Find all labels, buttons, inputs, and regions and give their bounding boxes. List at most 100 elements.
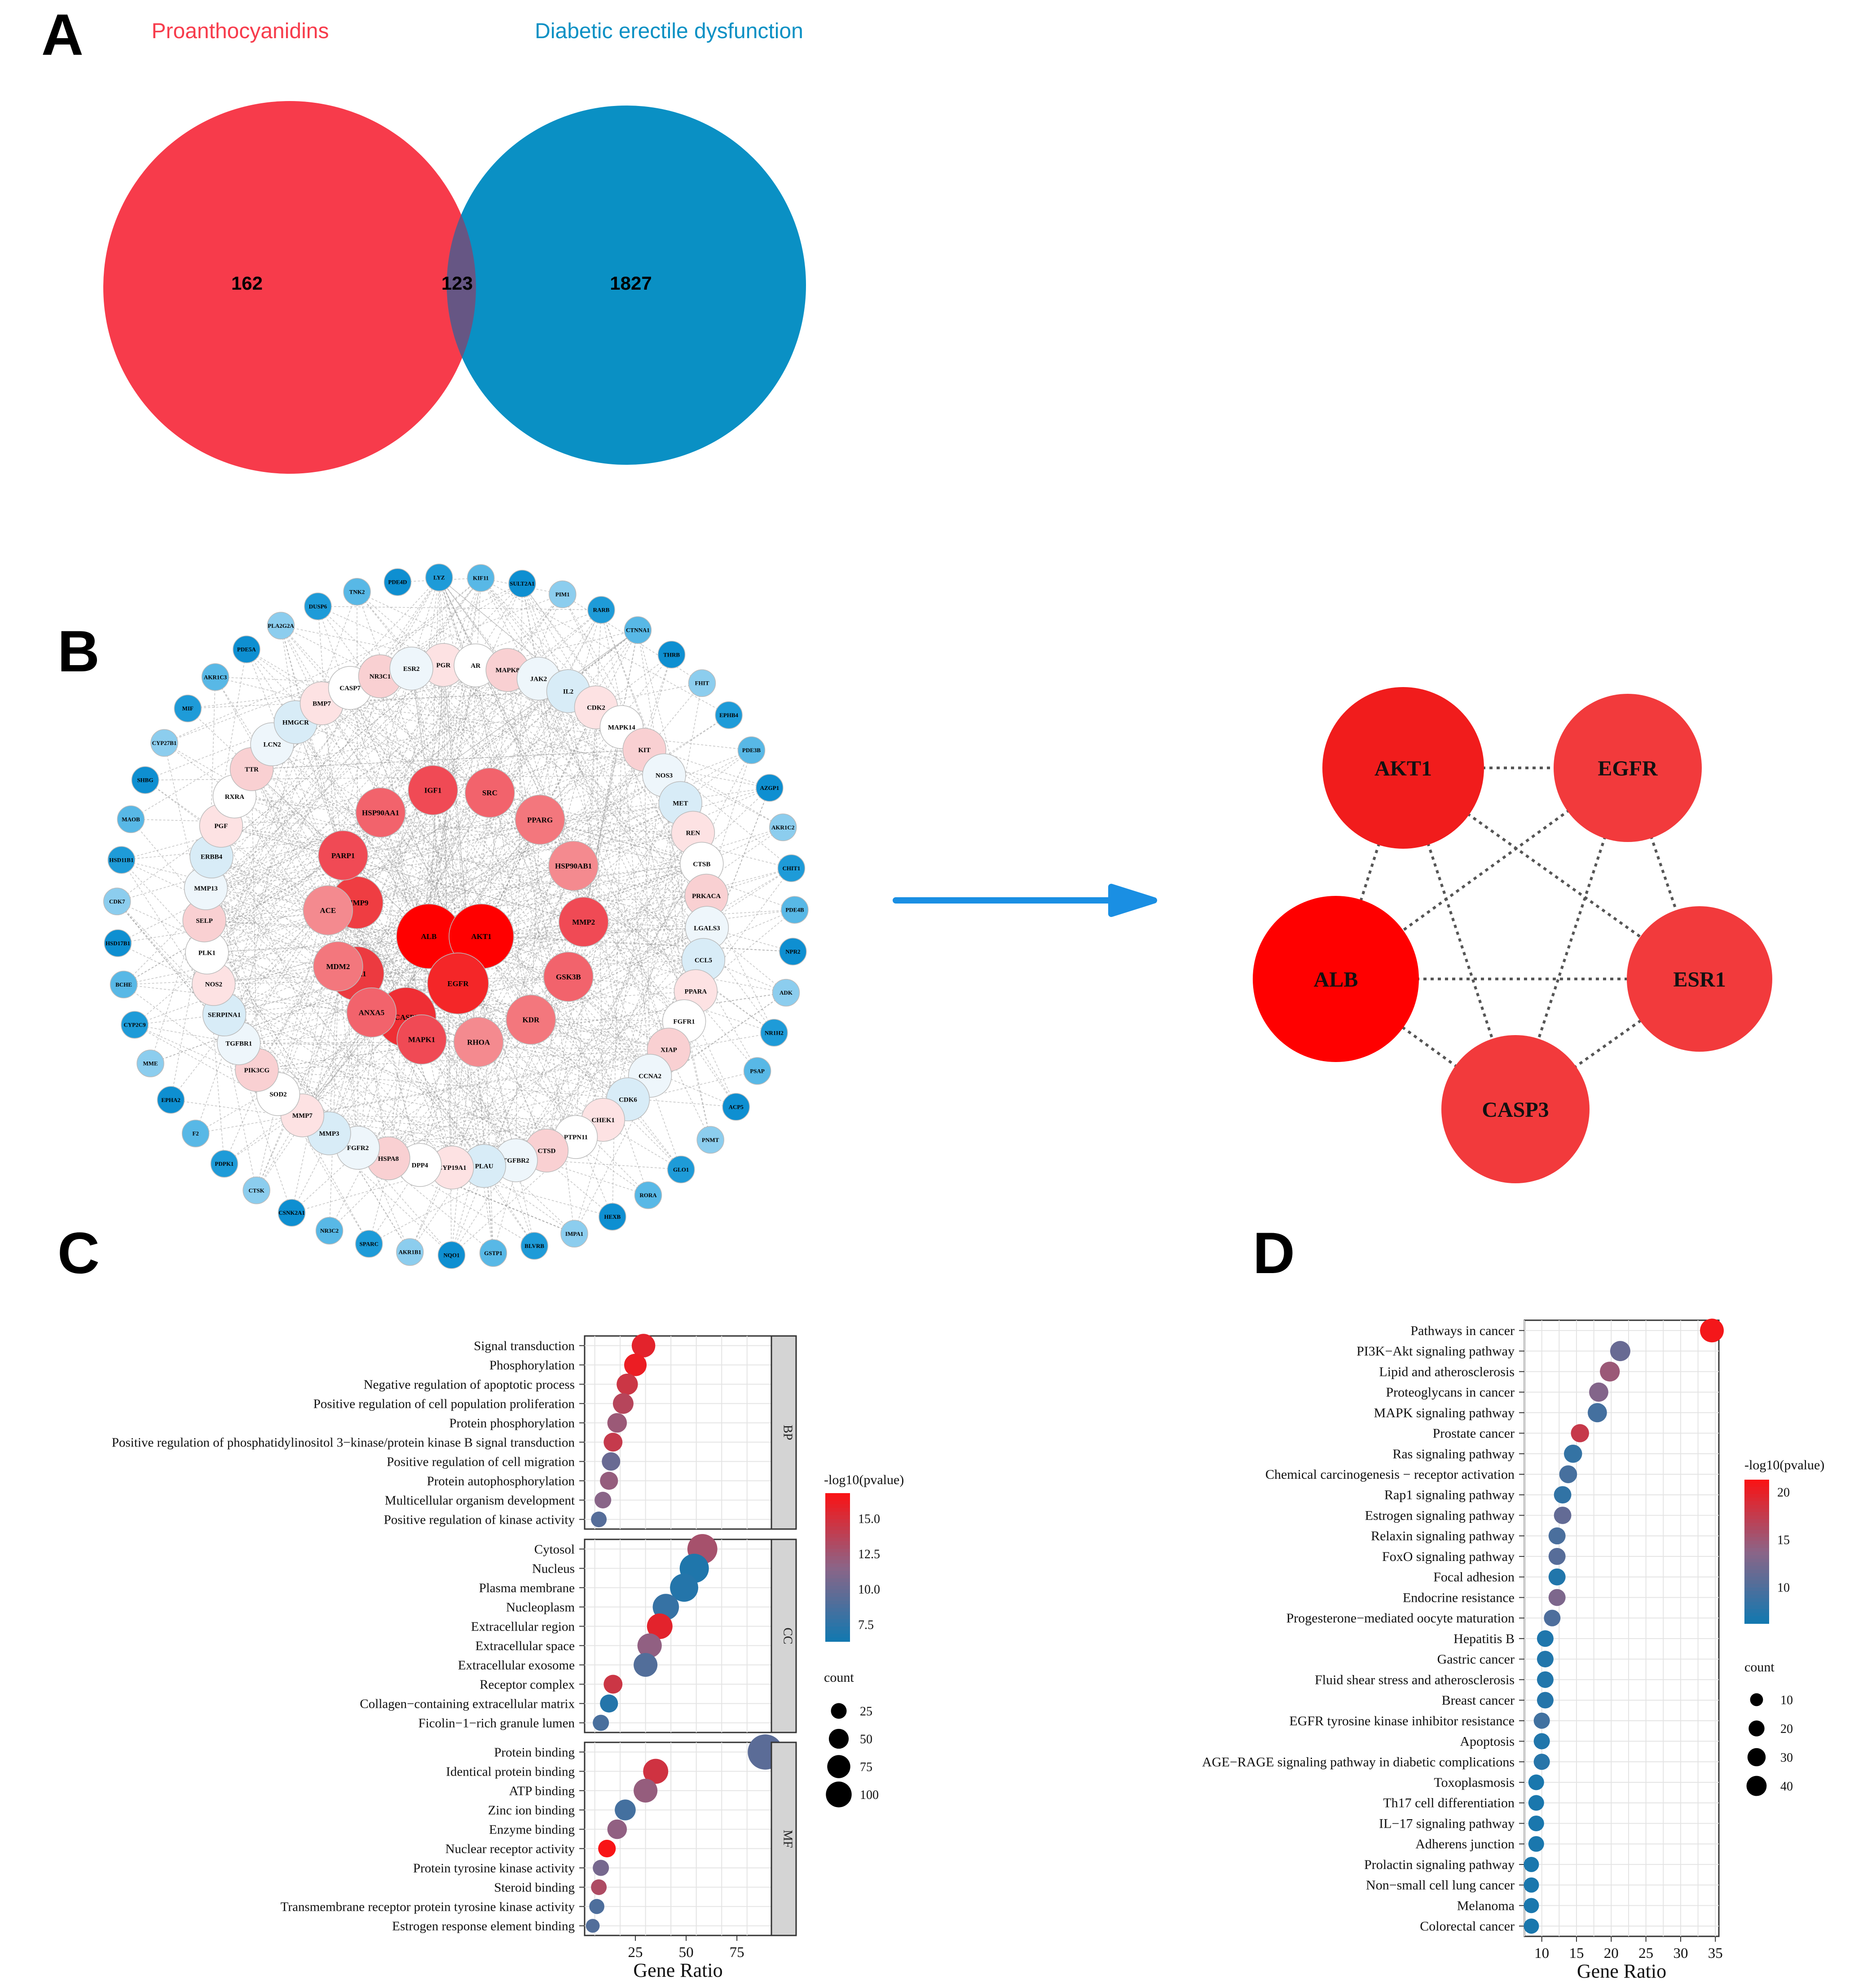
network-node-label: XIAP	[661, 1047, 677, 1054]
network-edge	[207, 577, 481, 953]
colorbar-segment	[1744, 1508, 1769, 1512]
network-node-esr2: ESR2	[389, 647, 433, 691]
network-node-label: HSD11B1	[109, 857, 133, 864]
network-edge	[213, 577, 440, 984]
x-tick-label: 30	[1673, 1945, 1688, 1962]
network-node-npr2: NPR2	[779, 938, 807, 965]
network-node-azgp1: AZGP1	[756, 774, 784, 802]
network-node-cyp2c9: CYP2C9	[121, 1011, 149, 1039]
network-edge	[388, 991, 696, 1159]
network-node-nr1h2: NR1H2	[760, 1018, 788, 1047]
colorbar-tick-label: 10	[1777, 1581, 1790, 1595]
network-node-circle	[560, 1220, 588, 1248]
network-edge	[411, 668, 758, 1071]
hub-node-label: CASP3	[1482, 1098, 1549, 1122]
network-node-label: PPARG	[527, 815, 553, 824]
network-node-label: HEXB	[604, 1213, 621, 1220]
network-edge	[213, 976, 568, 985]
network-edge	[568, 802, 681, 977]
network-node-pde4d: PDE4D	[383, 568, 412, 596]
term-dot	[1600, 1362, 1620, 1382]
network-edge	[224, 775, 665, 1015]
network-edge	[443, 665, 702, 864]
network-edge	[251, 749, 645, 770]
size-legend-dot	[1750, 1693, 1763, 1706]
term-dot	[1587, 1403, 1607, 1423]
network-node-label: NQO1	[444, 1252, 460, 1259]
network-edge	[329, 577, 481, 1134]
network-node-label: NPR2	[785, 948, 800, 955]
term-label: AGE−RAGE signaling pathway in diabetic c…	[1202, 1754, 1515, 1769]
network-node-circle	[515, 794, 565, 845]
term-label: Colorectal cancer	[1420, 1919, 1515, 1934]
network-edge	[238, 1043, 669, 1050]
network-node-circle	[737, 736, 766, 764]
term-label: Estrogen signaling pathway	[1365, 1508, 1515, 1523]
facet-strip-label: CC	[781, 1627, 795, 1644]
network-edge	[207, 952, 225, 1164]
network-node-hsd17b1: HSD17B1	[104, 929, 132, 957]
network-node-label: MME	[143, 1060, 158, 1067]
network-edge	[411, 668, 651, 1076]
term-label: Ras signaling pathway	[1392, 1446, 1515, 1461]
colorbar-segment	[825, 1567, 850, 1572]
network-edge	[481, 936, 775, 1033]
term-dot	[1554, 1507, 1572, 1524]
colorbar-segment	[825, 1637, 850, 1642]
term-label: FoxO signaling pathway	[1382, 1549, 1515, 1564]
colorbar-segment	[1744, 1620, 1769, 1624]
network-edge	[195, 1049, 669, 1134]
term-label: Nucleoplasm	[506, 1600, 575, 1615]
network-edge	[280, 625, 343, 856]
network-node-label: DUSP6	[309, 603, 327, 610]
network-edge	[317, 606, 602, 610]
network-edge	[489, 793, 603, 1120]
network-node-label: SHBG	[137, 777, 153, 784]
size-legend-title: count	[1744, 1660, 1775, 1675]
term-dot	[1537, 1651, 1554, 1668]
term-dot	[607, 1413, 627, 1433]
network-node-label: HMGCR	[282, 719, 309, 727]
network-node-nr3c2: NR3C2	[315, 1217, 343, 1245]
network-node-label: HSD17B1	[106, 940, 130, 947]
colorbar-segment	[1744, 1616, 1769, 1620]
x-tick-label: 20	[1604, 1945, 1619, 1962]
colorbar-segment	[1744, 1587, 1769, 1591]
network-node-prkaca: PRKACA	[684, 873, 728, 918]
network-node-label: PDE5A	[237, 646, 256, 653]
network-edge	[439, 577, 574, 866]
x-tick-label: 25	[628, 1944, 643, 1961]
network-node-circle	[696, 1126, 724, 1154]
term-label: Positive regulation of phosphatidylinosi…	[112, 1436, 575, 1450]
network-node-circle	[465, 767, 515, 818]
term-dot	[591, 1879, 607, 1895]
colorbar-segment	[1744, 1605, 1769, 1609]
colorbar-segment	[1744, 1613, 1769, 1617]
network-node-label: PDE4B	[785, 907, 804, 913]
network-edge	[428, 936, 516, 1160]
x-tick-label: 10	[1534, 1945, 1549, 1962]
network-node-label: ACE	[320, 906, 336, 915]
colorbar-segment	[825, 1526, 850, 1531]
network-node-circle	[425, 564, 453, 591]
network-node-circle	[267, 612, 295, 639]
network-node-circle	[313, 941, 363, 992]
network-edge	[573, 865, 696, 992]
term-label: Nucleus	[532, 1562, 575, 1576]
network-node-circle	[756, 774, 784, 802]
hub-node-esr1: ESR1	[1627, 906, 1772, 1052]
network-node-circle	[479, 1239, 507, 1267]
network-node-pla2g2a: PLA2G2A	[267, 612, 295, 639]
colorbar-tick-label: 15.0	[858, 1512, 880, 1526]
network-edge	[343, 855, 482, 937]
network-edge	[411, 668, 702, 864]
hub-node-circle	[1253, 896, 1419, 1062]
network-edge	[419, 983, 458, 1165]
colorbar-tick-label: 7.5	[858, 1618, 874, 1632]
term-label: Estrogen response element binding	[392, 1919, 575, 1934]
x-tick-label: 15	[1569, 1945, 1584, 1962]
colorbar-segment	[825, 1541, 850, 1546]
venn-overlap-count: 123	[441, 273, 473, 294]
term-dot	[647, 1613, 673, 1639]
network-edge	[443, 665, 458, 984]
